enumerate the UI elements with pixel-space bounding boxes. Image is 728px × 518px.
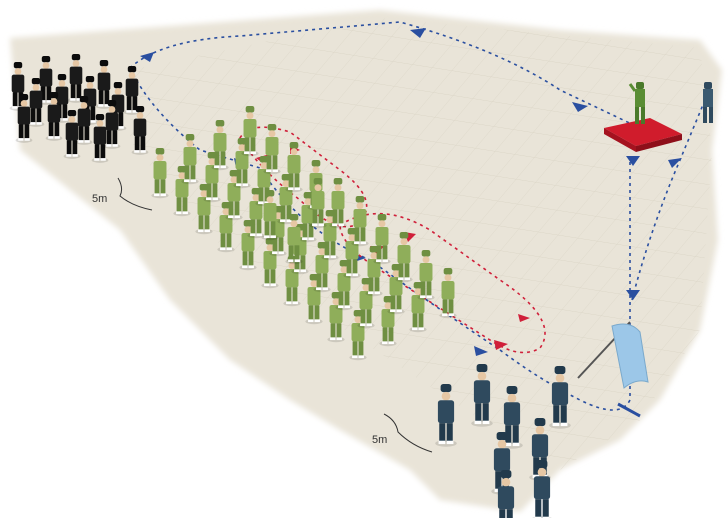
camouflage-soldier-icon (365, 246, 383, 297)
marching-band-musician-icon (37, 56, 55, 105)
camouflage-soldier-icon (309, 178, 327, 229)
camouflage-soldier-icon (239, 220, 257, 271)
honor-guard-soldier-icon (501, 386, 523, 449)
honor-guard-soldier-icon (532, 460, 552, 518)
marching-band-musician-icon (63, 110, 81, 159)
camouflage-soldier-icon (277, 174, 295, 225)
route-arrow (668, 158, 682, 168)
camouflage-soldier-icon (395, 232, 413, 283)
camouflage-soldier-icon (351, 196, 369, 247)
honor-guard-soldier-icon (497, 470, 515, 518)
camouflage-soldier-icon (261, 190, 279, 241)
camouflage-troop-formation (151, 106, 457, 361)
saluting-officer-icon (628, 82, 645, 124)
route-arrow (626, 290, 640, 300)
camouflage-soldier-icon (313, 242, 331, 293)
camouflage-soldier-icon (285, 214, 303, 265)
dimension-label: 5m (92, 193, 107, 205)
camouflage-soldier-icon (233, 138, 251, 189)
reviewing-platform-icon (604, 118, 682, 152)
marching-band (9, 54, 149, 163)
camouflage-soldier-icon (357, 278, 375, 329)
honor-guard-soldier-icon (471, 364, 493, 427)
camouflage-soldier-icon (299, 192, 317, 243)
camouflage-soldier-icon (247, 188, 265, 239)
camouflage-soldier-icon (181, 134, 199, 185)
camouflage-soldier-icon (409, 282, 427, 333)
guard-officer-icon (703, 82, 713, 123)
honor-guard-formation (435, 364, 571, 518)
camouflage-soldier-icon (305, 274, 323, 325)
red-march-route (239, 126, 546, 354)
camouflage-soldier-icon (373, 214, 391, 265)
marching-band-musician-icon (123, 66, 141, 115)
camouflage-soldier-icon (327, 292, 345, 343)
camouflage-soldier-icon (335, 260, 353, 311)
marching-band-musician-icon (45, 92, 63, 141)
camouflage-soldier-icon (151, 148, 169, 199)
route-arrow (474, 346, 488, 356)
blue-route-arrows (140, 28, 682, 356)
marching-band-musician-icon (67, 54, 85, 103)
honor-guard-soldier-icon (435, 384, 457, 447)
route-arrow (518, 314, 530, 322)
camouflage-soldier-icon (173, 166, 191, 217)
camouflage-soldier-icon (241, 106, 259, 157)
camouflage-soldier-icon (217, 202, 235, 253)
camouflage-soldier-icon (343, 228, 361, 279)
camouflage-soldier-icon (379, 296, 397, 347)
camouflage-soldier-icon (439, 268, 457, 319)
marching-band-musician-icon (27, 78, 45, 127)
camouflage-soldier-icon (263, 124, 281, 175)
route-arrow (410, 28, 426, 38)
honor-guard-soldier-icon (549, 366, 571, 429)
marching-band-musician-icon (15, 94, 33, 143)
camouflage-soldier-icon (321, 210, 339, 261)
marching-band-musician-icon (75, 96, 93, 145)
camouflage-soldier-icon (225, 170, 243, 221)
dimension-marker-band-spacing: 5m (92, 177, 153, 211)
camouflage-soldier-icon (285, 142, 303, 193)
camouflage-soldier-icon (261, 238, 279, 289)
route-arrow (140, 52, 154, 62)
camouflage-soldier-icon (387, 264, 405, 315)
route-arrow (494, 340, 508, 350)
route-arrow (626, 156, 640, 166)
dimension-marker-guard-spacing: 5m (372, 413, 433, 453)
camouflage-soldier-icon (203, 152, 221, 203)
camouflage-soldier-icon (195, 184, 213, 235)
camouflage-soldier-icon (329, 178, 347, 229)
flag-icon (577, 321, 649, 418)
camouflage-soldier-icon (349, 310, 367, 361)
blue-march-route (129, 21, 706, 411)
dimension-label: 5m (372, 434, 387, 446)
marching-band-musician-icon (91, 114, 109, 163)
marching-band-musician-icon (131, 106, 149, 155)
camouflage-soldier-icon (211, 120, 229, 171)
marching-band-musician-icon (103, 100, 121, 149)
camouflage-soldier-icon (417, 250, 435, 301)
route-arrow (572, 102, 588, 112)
